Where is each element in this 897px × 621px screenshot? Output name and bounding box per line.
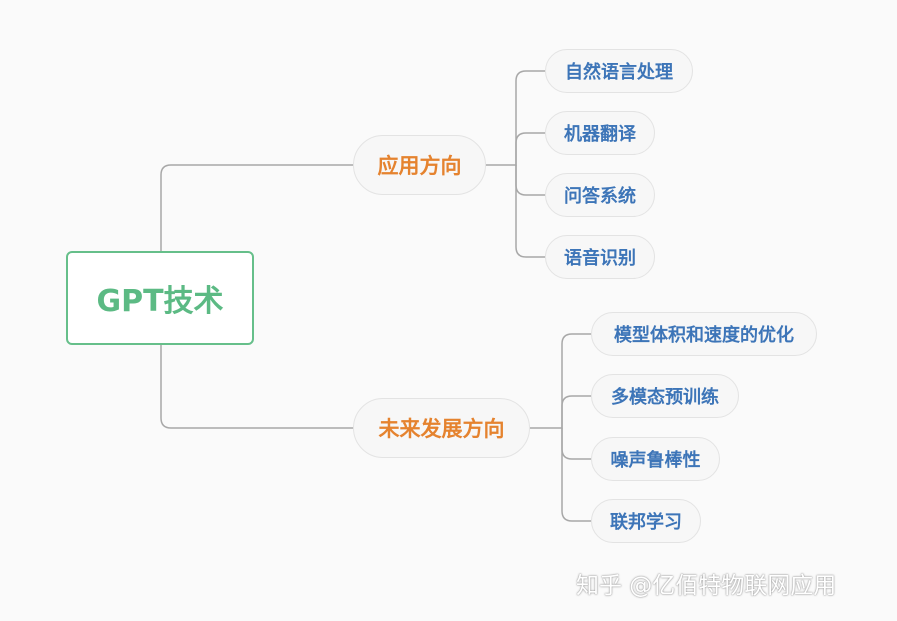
leaf-node-1-2: 机器翻译	[545, 111, 655, 155]
leaf-node-2-2: 多模态预训练	[591, 374, 739, 418]
connector-branch-1-leaf-2	[515, 132, 545, 165]
leaf-node-2-4: 联邦学习	[591, 499, 701, 543]
branch-node-2: 未来发展方向	[353, 398, 530, 458]
watermark: 知乎 @亿佰特物联网应用	[576, 573, 837, 599]
connector-branch-1-leaf-4	[515, 165, 545, 258]
branch-node-1: 应用方向	[353, 135, 486, 195]
root-node: GPT技术	[66, 251, 254, 345]
connector-branch-1-leaf-1	[486, 70, 545, 166]
connector-branch-2-leaf-3	[561, 428, 591, 460]
connector-root-branch-2	[160, 345, 353, 429]
leaf-node-1-4: 语音识别	[545, 235, 655, 279]
leaf-node-2-3: 噪声鲁棒性	[591, 437, 720, 481]
connector-branch-2-leaf-1	[530, 333, 591, 429]
connector-branch-1-leaf-3	[515, 165, 545, 196]
connector-branch-2-leaf-4	[561, 428, 591, 522]
leaf-node-2-1: 模型体积和速度的优化	[591, 312, 817, 356]
connector-branch-2-leaf-2	[561, 395, 591, 428]
leaf-node-1-3: 问答系统	[545, 173, 655, 217]
connector-root-branch-1	[160, 164, 353, 251]
leaf-node-1-1: 自然语言处理	[545, 49, 693, 93]
